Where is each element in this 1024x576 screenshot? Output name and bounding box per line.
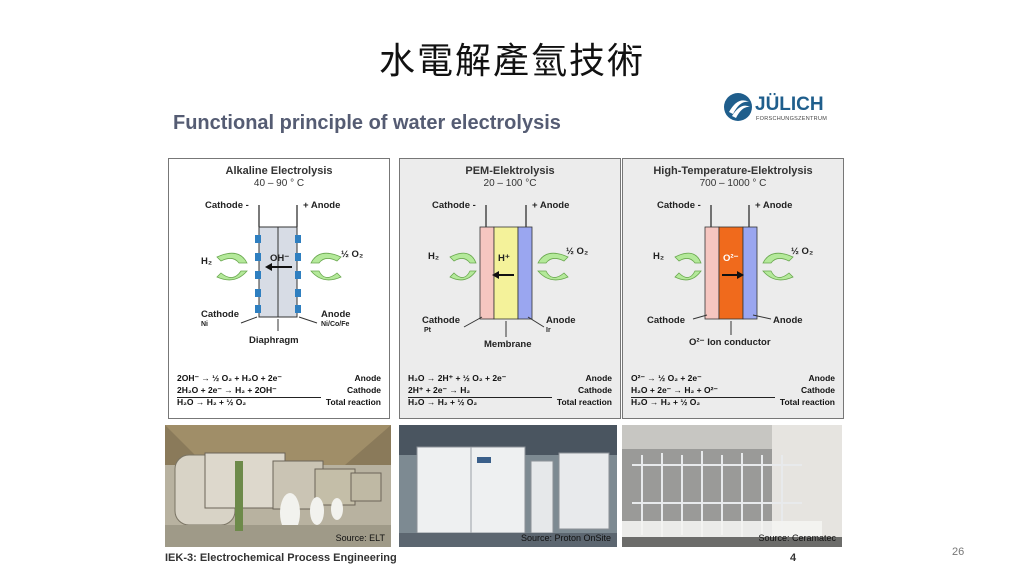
separator-label: Diaphragm xyxy=(249,335,299,346)
reaction-row: 2H₂O + 2e⁻ → H₂ + 2OH⁻Cathode xyxy=(177,385,381,395)
hydrogen-label: H₂ xyxy=(201,256,213,267)
embedded-slide: Functional principle of water electrolys… xyxy=(165,93,855,570)
pem-cell-diagram: Cathode - + Anode H₂ ½ O₂ H⁺ Cathode Pt … xyxy=(400,189,620,359)
anode-bottom-label: Anode xyxy=(546,315,576,326)
slide-title: 水電解產氫技術 xyxy=(378,41,645,82)
cathode-bottom-label: Cathode xyxy=(201,309,239,320)
reaction-table: O²⁻ → ½ O₂ + 2e⁻Anode H₂O + 2e⁻ → H₂ + O… xyxy=(631,373,835,409)
reaction-table: 2OH⁻ → ½ O₂ + H₂O + 2e⁻Anode 2H₂O + 2e⁻ … xyxy=(177,373,381,409)
anode-bottom-label: Anode xyxy=(773,315,803,326)
cathode-material: Pt xyxy=(424,327,431,334)
ion-label: O²⁻ xyxy=(723,253,739,264)
page-number: 26 xyxy=(952,546,965,558)
reaction-row: H₂O + 2e⁻ → H₂ + O²⁻Cathode xyxy=(631,385,835,395)
reaction-row: 2OH⁻ → ½ O₂ + H₂O + 2e⁻Anode xyxy=(177,373,381,383)
photo-source: Source: Proton OnSite xyxy=(520,533,611,543)
oxygen-label: ½ O₂ xyxy=(566,246,589,257)
logo-subtext: FORSCHUNGSZENTRUM xyxy=(756,116,828,122)
cathode-bottom-label: Cathode xyxy=(422,315,460,326)
inner-title: Functional principle of water electrolys… xyxy=(173,112,561,134)
separator-label: O²⁻ Ion conductor xyxy=(689,337,771,348)
logo-text: JÜLICH xyxy=(755,94,824,115)
anode-layer xyxy=(742,226,758,320)
footer-number: 4 xyxy=(790,552,797,564)
photo-soec-stack: Source: Ceramatec xyxy=(622,425,842,547)
cathode-layer xyxy=(704,226,720,320)
julich-logo-icon xyxy=(724,93,752,121)
hydrogen-label: H₂ xyxy=(428,251,440,262)
hydrogen-label: H₂ xyxy=(653,251,665,262)
photo-source: Source: Ceramatec xyxy=(758,533,836,543)
anode-top-label: + Anode xyxy=(755,200,793,211)
alkaline-cell-diagram: Cathode - + Anode H₂ ½ O₂ OH⁻ Cathode Ni… xyxy=(169,189,389,359)
electrode-cathode-plates xyxy=(255,235,261,313)
ion-label: OH⁻ xyxy=(270,253,290,264)
anode-material: Ir xyxy=(546,327,551,334)
hydrogen-arrow xyxy=(216,252,248,264)
cathode-top-label: Cathode - xyxy=(657,200,701,211)
julich-logo: JÜLICH FORSCHUNGSZENTRUM xyxy=(723,92,833,132)
anode-top-label: + Anode xyxy=(303,200,341,211)
cathode-material: Ni xyxy=(201,321,208,328)
oxygen-label: ½ O₂ xyxy=(791,246,814,257)
panel-title: High-Temperature-Elektrolysis xyxy=(653,165,813,177)
panel-temperature: 20 – 100 °C xyxy=(483,178,537,189)
panel-title: Alkaline Electrolysis xyxy=(225,165,333,177)
panel-temperature: 700 – 1000 ° C xyxy=(699,178,767,189)
anode-top-label: + Anode xyxy=(532,200,570,211)
separator-label: Membrane xyxy=(484,339,532,350)
photo-alkaline-plant: Source: ELT xyxy=(165,425,391,547)
reaction-row: H₂O → 2H⁺ + ½ O₂ + 2e⁻Anode xyxy=(408,373,612,383)
panel-alkaline: Alkaline Electrolysis 40 – 90 ° C xyxy=(168,158,390,419)
panel-temperature: 40 – 90 ° C xyxy=(253,178,305,189)
footer-text: IEK-3: Electrochemical Process Engineeri… xyxy=(165,552,397,564)
soec-cell-diagram: Cathode - + Anode H₂ ½ O₂ O²⁻ Cathode An… xyxy=(623,189,843,359)
reaction-table: H₂O → 2H⁺ + ½ O₂ + 2e⁻Anode 2H⁺ + 2e⁻ → … xyxy=(408,373,612,409)
anode-material: Ni/Co/Fe xyxy=(321,321,350,328)
photo-pem-unit: Source: Proton OnSite xyxy=(399,425,617,547)
panel-high-temperature: High-Temperature-Elektrolysis 700 – 1000… xyxy=(622,158,844,419)
oxygen-label: ½ O₂ xyxy=(341,249,364,260)
cathode-top-label: Cathode - xyxy=(205,200,249,211)
panel-title: PEM-Elektrolysis xyxy=(465,165,555,177)
cathode-bottom-label: Cathode xyxy=(647,315,685,326)
reaction-row: O²⁻ → ½ O₂ + 2e⁻Anode xyxy=(631,373,835,383)
panel-pem: PEM-Elektrolysis 20 – 100 °C Cathode - xyxy=(399,158,621,419)
anode-layer xyxy=(517,226,533,320)
photo-source: Source: ELT xyxy=(335,533,385,543)
cathode-layer xyxy=(479,226,495,320)
anode-bottom-label: Anode xyxy=(321,309,351,320)
oxygen-arrow xyxy=(310,252,342,264)
ion-label: H⁺ xyxy=(498,253,510,264)
electrode-anode-plates xyxy=(295,235,301,313)
cathode-top-label: Cathode - xyxy=(432,200,476,211)
